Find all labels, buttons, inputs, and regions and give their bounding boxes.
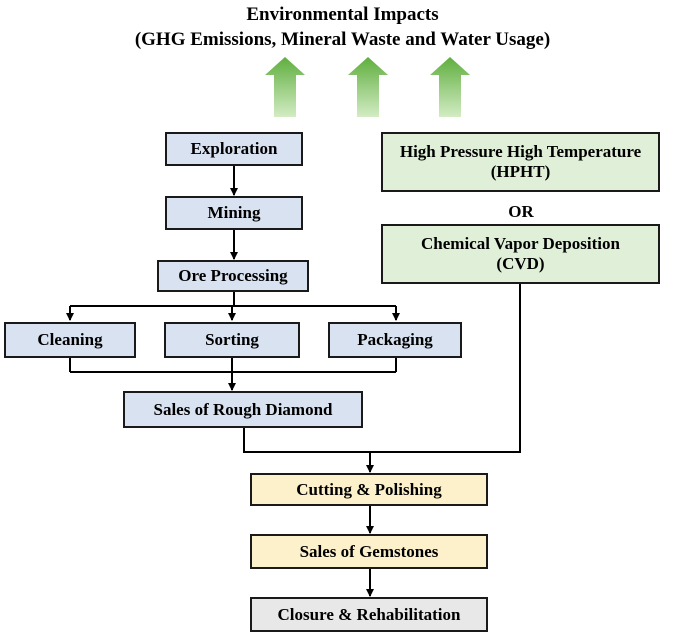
sales-rough-box: Sales of Rough Diamond <box>123 391 363 428</box>
sorting-box: Sorting <box>164 322 300 358</box>
connector-sales-rough-cutting <box>243 428 370 453</box>
cutting-polishing-box: Cutting & Polishing <box>250 473 488 506</box>
packaging-label: Packaging <box>357 330 433 349</box>
sales-rough-label: Sales of Rough Diamond <box>153 399 333 419</box>
exploration-label: Exploration <box>190 139 278 158</box>
or-label: OR <box>508 202 534 221</box>
cvd-line2: (CVD) <box>496 254 545 273</box>
hpht-box: High Pressure High Temperature (HPHT) <box>381 132 660 192</box>
cleaning-box: Cleaning <box>4 322 136 358</box>
sales-gemstones-label: Sales of Gemstones <box>299 541 439 561</box>
impact-subtitle: (GHG Emissions, Mineral Waste and Water … <box>134 29 551 50</box>
closure-box: Closure & Rehabilitation <box>250 597 488 632</box>
cleaning-label: Cleaning <box>37 330 103 349</box>
cutting-polishing-label: Cutting & Polishing <box>296 479 442 499</box>
cvd-box: Chemical Vapor Deposition (CVD) <box>381 224 660 284</box>
impact-arrow-left <box>265 57 305 117</box>
closure-label: Closure & Rehabilitation <box>277 604 461 624</box>
ore-processing-label: Ore Processing <box>178 266 288 285</box>
connector-cvd-cutting <box>370 284 521 453</box>
sorting-label: Sorting <box>205 330 259 349</box>
impact-title: Environmental Impacts <box>246 4 439 25</box>
mining-box: Mining <box>165 196 303 230</box>
packaging-box: Packaging <box>328 322 462 358</box>
impact-arrow-middle <box>348 57 388 117</box>
cvd-line1: Chemical Vapor Deposition <box>421 234 620 253</box>
mining-label: Mining <box>207 203 261 222</box>
ore-processing-box: Ore Processing <box>157 260 309 292</box>
hpht-line1: High Pressure High Temperature <box>399 142 642 161</box>
hpht-line2: (HPHT) <box>490 162 551 181</box>
exploration-box: Exploration <box>165 132 303 166</box>
impact-arrow-right <box>430 57 470 117</box>
sales-gemstones-box: Sales of Gemstones <box>250 534 488 569</box>
